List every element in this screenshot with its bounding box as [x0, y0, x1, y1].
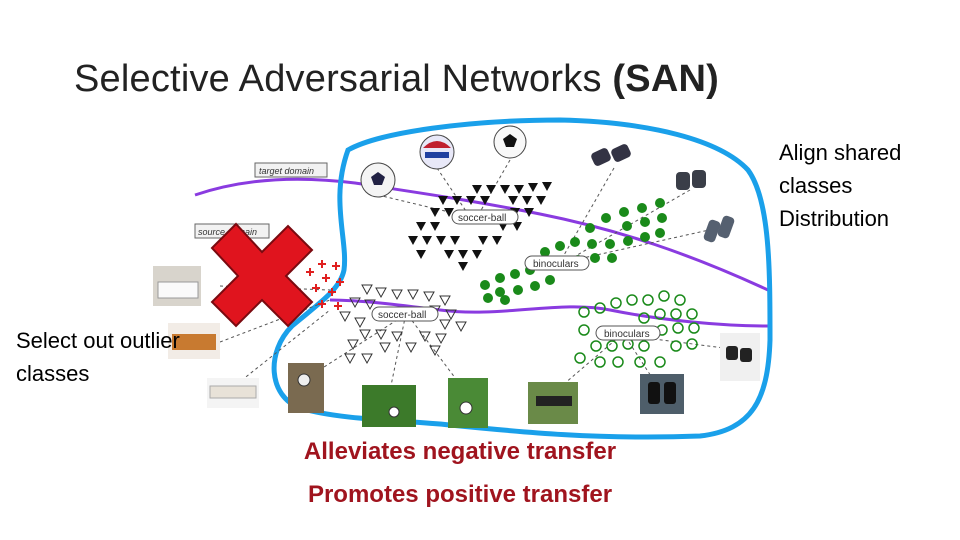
negative-transfer-text: Alleviates negative transfer [303, 438, 617, 465]
svg-text:binoculars: binoculars [604, 329, 650, 340]
source-soccer-cluster [339, 284, 467, 365]
title-abbr: (SAN) [612, 58, 719, 100]
sofa-icon [168, 323, 220, 359]
sofa-icon [153, 266, 201, 306]
binoculars-icon [591, 144, 631, 166]
cross-icon [210, 222, 314, 328]
svg-text:soccer-ball: soccer-ball [458, 213, 506, 224]
binoculars-icon [703, 215, 735, 243]
svg-text:soccer-ball: soccer-ball [378, 310, 426, 321]
svg-text:target domain: target domain [259, 166, 314, 176]
align-shared-note: Align shared classes Distribution [779, 140, 902, 231]
target-binoculars-label: binoculars [524, 255, 590, 271]
target-domain-tag: target domain [254, 162, 328, 178]
outlier-cluster [306, 260, 344, 310]
soccer-ball-icon [288, 363, 324, 413]
binoculars-icon [676, 170, 706, 190]
soccer-ball-icon [362, 385, 416, 427]
domain-boundary-line [194, 177, 769, 292]
shared-class-outline [271, 117, 773, 440]
soccer-ball-icon [448, 378, 488, 428]
source-binoculars-label: binoculars [595, 325, 661, 341]
target-binoculars-cluster [480, 198, 667, 305]
select-outlier-note: Select out outlier classes [16, 328, 180, 386]
source-soccer-label: soccer-ball [371, 306, 439, 322]
soccer-ball-icon [360, 162, 396, 198]
soccer-ball-icon [419, 134, 455, 170]
binoculars-icon [720, 333, 760, 381]
svg-text:binoculars: binoculars [533, 259, 579, 270]
domain-boundary-line-lower [329, 298, 769, 328]
positive-transfer-text: Promotes positive transfer [307, 481, 613, 508]
binoculars-icon [640, 374, 684, 414]
source-binoculars-cluster [574, 290, 700, 368]
target-soccer-label: soccer-ball [451, 209, 519, 225]
page-title: Selective Adversarial Networks (SAN) [74, 58, 719, 101]
sofa-icon [207, 378, 259, 408]
soccer-ball-icon [493, 125, 527, 159]
binoculars-icon [528, 382, 578, 424]
title-main: Selective Adversarial Networks [74, 58, 602, 100]
